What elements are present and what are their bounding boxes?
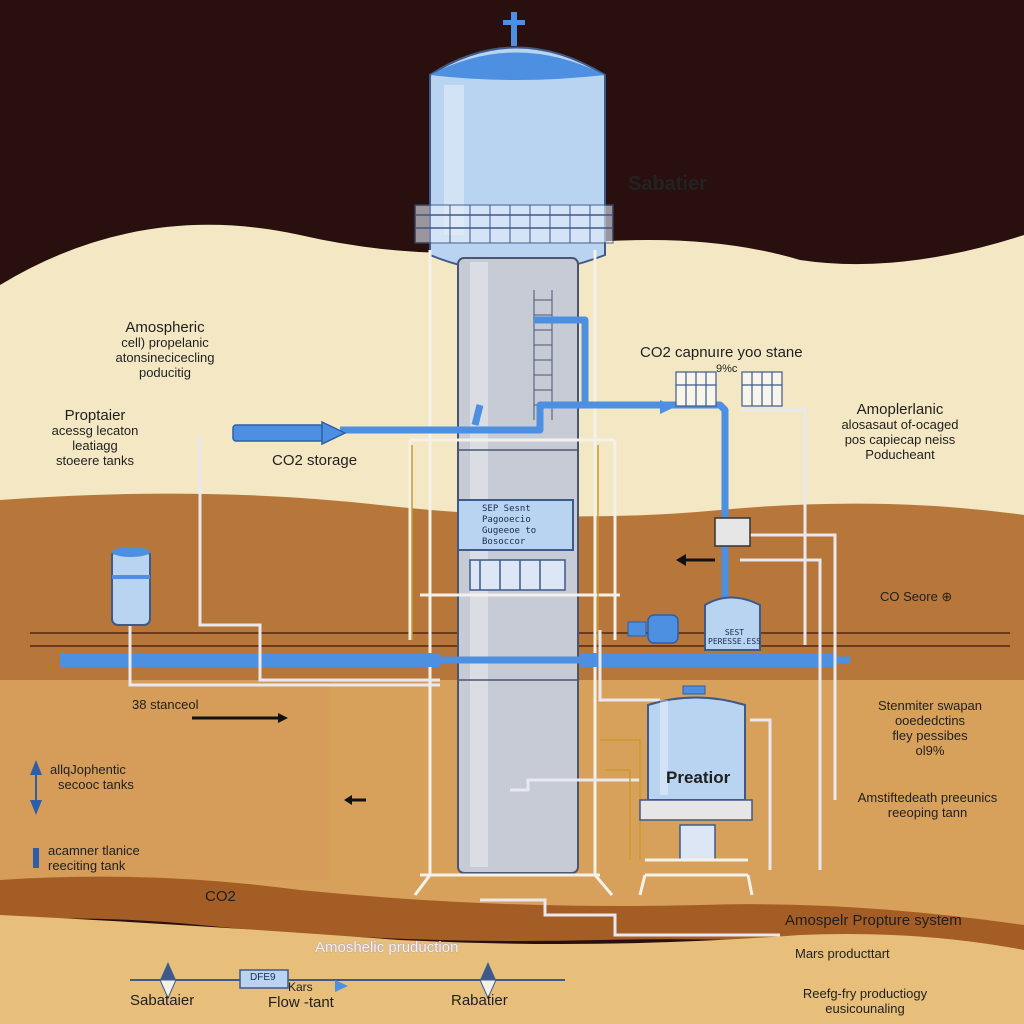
label-line: pos capiecap neiss (844, 432, 956, 447)
panel-line: Pagooecio (482, 515, 531, 525)
label-line: secooc tanks (58, 777, 134, 792)
plus-icon (503, 12, 525, 46)
right-pump-tank (627, 517, 761, 651)
tank-highlight (444, 85, 464, 235)
label-percent: 9%c (716, 363, 738, 375)
legend-box-label: DFE9 (250, 972, 276, 983)
label-preator: Preatior (666, 768, 731, 787)
arrow-up-icon (30, 760, 42, 815)
label-line: Proptaier (64, 407, 126, 424)
scaffold-frame (408, 250, 620, 896)
panel-line: Bosoccor (482, 537, 526, 547)
arrow-left-icon (676, 554, 715, 566)
triangle-marker-icon (479, 962, 497, 1000)
label-line: Stenmiter swapan (877, 698, 983, 713)
panel-line: PERESSE.ESS (708, 637, 761, 646)
label-bottom-right: Reefg-fry productiogy eusicounaling (780, 986, 950, 1016)
ladder (533, 290, 553, 420)
label-line: atonsinecicecling (115, 350, 215, 365)
label-line: reeciting tank (48, 858, 126, 873)
label-line: poducitig (138, 365, 192, 380)
label-right-lower2: Amstiftedeath preeunics reeoping tann (850, 790, 1005, 820)
triangle-marker-icon (159, 962, 177, 1000)
label-line: reeoping tann (887, 805, 968, 820)
label-right-mid: Amoplerlanic alosasaut of-ocaged pos cap… (820, 402, 980, 462)
label-atmos-production: Amoshelic pruduction (315, 939, 459, 956)
label-line: Amstiftedeath preeunics (857, 790, 998, 805)
preatior-tank (638, 685, 754, 896)
legend-box (239, 969, 289, 989)
bottom-sand (0, 915, 1024, 1024)
label-line: ooededctins (894, 713, 966, 728)
pump-tank-label: SEST PERESSE.ESS (708, 628, 761, 646)
tower-title: Sabatier (628, 173, 707, 195)
marker-bar (33, 848, 39, 868)
label-right-lower: Stenmiter swapan ooededctins fley pessib… (855, 698, 1005, 758)
label-left-bottom: acamner tlanice reeciting tank (48, 843, 140, 873)
arrow-right-icon (335, 980, 348, 992)
label-line: acessg lecaton (51, 423, 139, 438)
label-left-mid: Proptaier acessg lecaton leatiagg stoeer… (30, 408, 160, 468)
label-line: ol9% (915, 743, 945, 758)
label-co-score: CO Seore ⊕ (880, 589, 953, 604)
panel-text: SEP Sesnt Pagooecio Gugeeoe to Bosoccor (482, 504, 536, 548)
label-line: allqJophentic (50, 762, 126, 777)
arrow-left-icon (344, 795, 366, 805)
arrow-right-icon (192, 713, 288, 723)
label-mars-product: Mars producttart (795, 946, 890, 961)
label-line: alosasaut of-ocaged (841, 417, 959, 432)
control-panel (457, 499, 574, 551)
catwalk (414, 204, 614, 244)
label-co2-capture: CO2 capnuıre yoo stane (640, 344, 803, 361)
pipe-arrow-right (660, 400, 675, 414)
label-line: Amoplerlanic (856, 401, 944, 418)
legend-mid-top-label: Kars (288, 980, 313, 994)
label-left-lower: allqJophentic secooc tanks (50, 762, 134, 792)
label-co2-storage: CO2 storage (272, 452, 358, 469)
base-machinery (469, 559, 566, 591)
catwalk-posts (429, 205, 591, 243)
label-line: eusicounaling (825, 1001, 905, 1016)
label-co2: CO2 (205, 888, 236, 905)
panel-line: SEP Sesnt (482, 504, 531, 514)
scaffold-rails (411, 445, 599, 640)
legend-right-label: Rabatier (451, 992, 508, 1009)
capture-grids (675, 371, 783, 407)
panel-line: Gugeeoe to (482, 526, 537, 536)
label-propture: Amospelr Propture system (785, 912, 962, 929)
panel-line: SEST (724, 628, 745, 637)
tower-dome (430, 52, 605, 80)
label-line: leatiagg (72, 438, 118, 453)
label-distance: 38 stanceol (132, 697, 199, 712)
ground-shade (0, 680, 330, 880)
label-line: fley pessibes (892, 728, 968, 743)
label-line: cell) propelanic (121, 335, 209, 350)
legend-left-label: Sabataier (130, 992, 195, 1009)
co2-storage-pipe (232, 420, 347, 446)
label-line: stoeere tanks (55, 453, 135, 468)
label-line: Poducheant (865, 447, 935, 462)
legend-mid-label: Flow -tant (268, 994, 334, 1011)
label-top-left: Amospheric cell) propelanic atonsinecice… (100, 320, 230, 380)
label-line: Amospheric (125, 319, 205, 336)
label-line: Reefg-fry productiogy (802, 986, 928, 1001)
left-storage-tank (111, 547, 151, 626)
label-line: acamner tlanice (48, 843, 140, 858)
